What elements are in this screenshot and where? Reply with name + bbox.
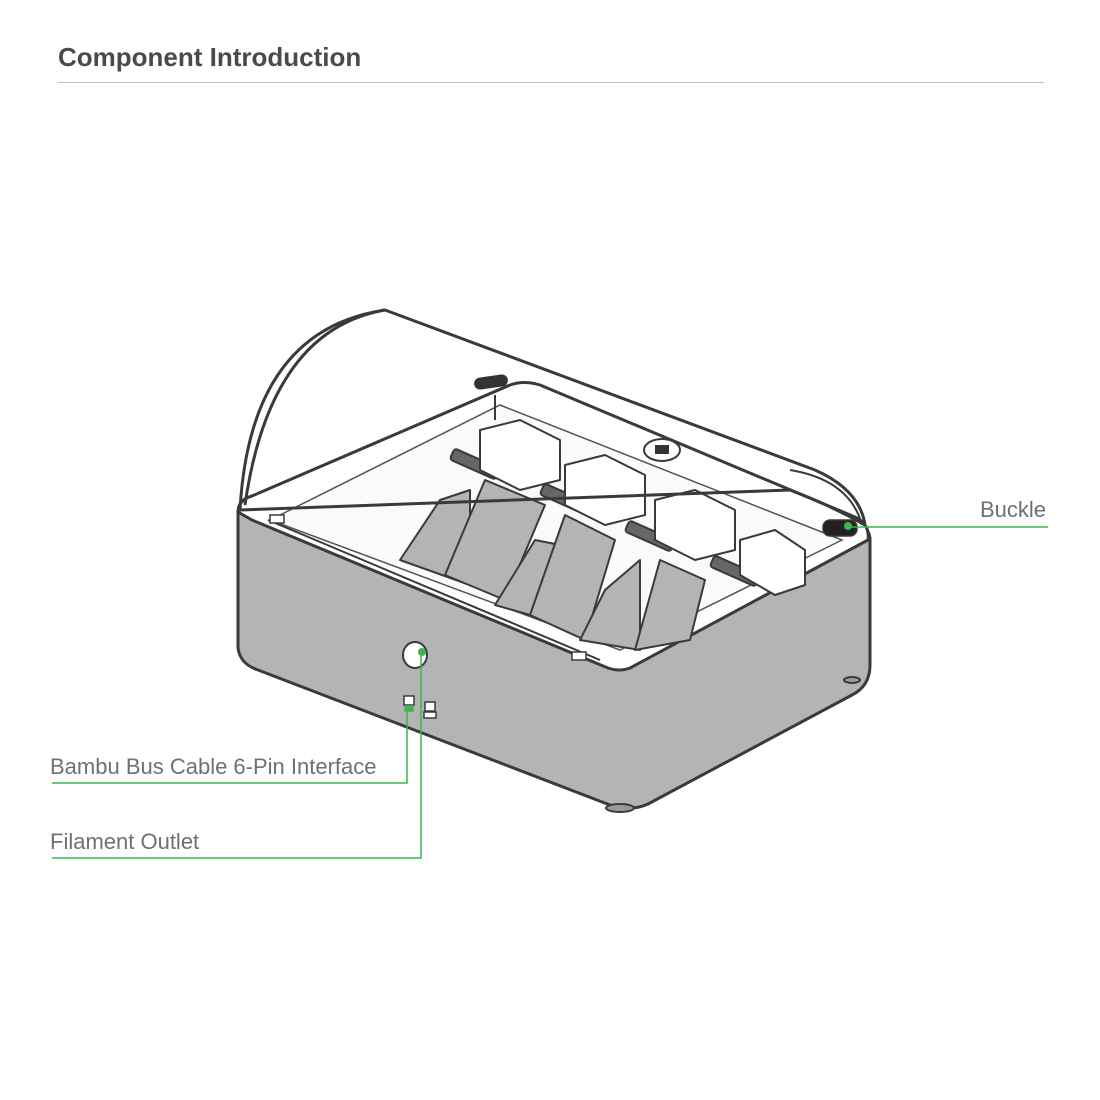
filament-slots <box>399 419 806 651</box>
bus-cable-leader <box>52 706 408 784</box>
ams-lid <box>238 308 867 661</box>
callout-filament-outlet: Filament Outlet <box>50 829 200 854</box>
title-divider <box>58 82 1044 83</box>
buckle-marker-dot <box>844 522 852 530</box>
bus-cable-ports <box>403 695 437 719</box>
page-title: Component Introduction <box>58 42 362 72</box>
callout-bus-cable: Bambu Bus Cable 6-Pin Interface <box>50 754 377 779</box>
filament-outlet-port <box>402 641 428 669</box>
buckle-part <box>822 519 858 537</box>
filament-outlet-leader <box>52 655 422 859</box>
callout-leaders <box>52 526 1048 859</box>
outlet-marker-dot <box>418 648 426 656</box>
callout-buckle: Buckle <box>980 497 1047 522</box>
